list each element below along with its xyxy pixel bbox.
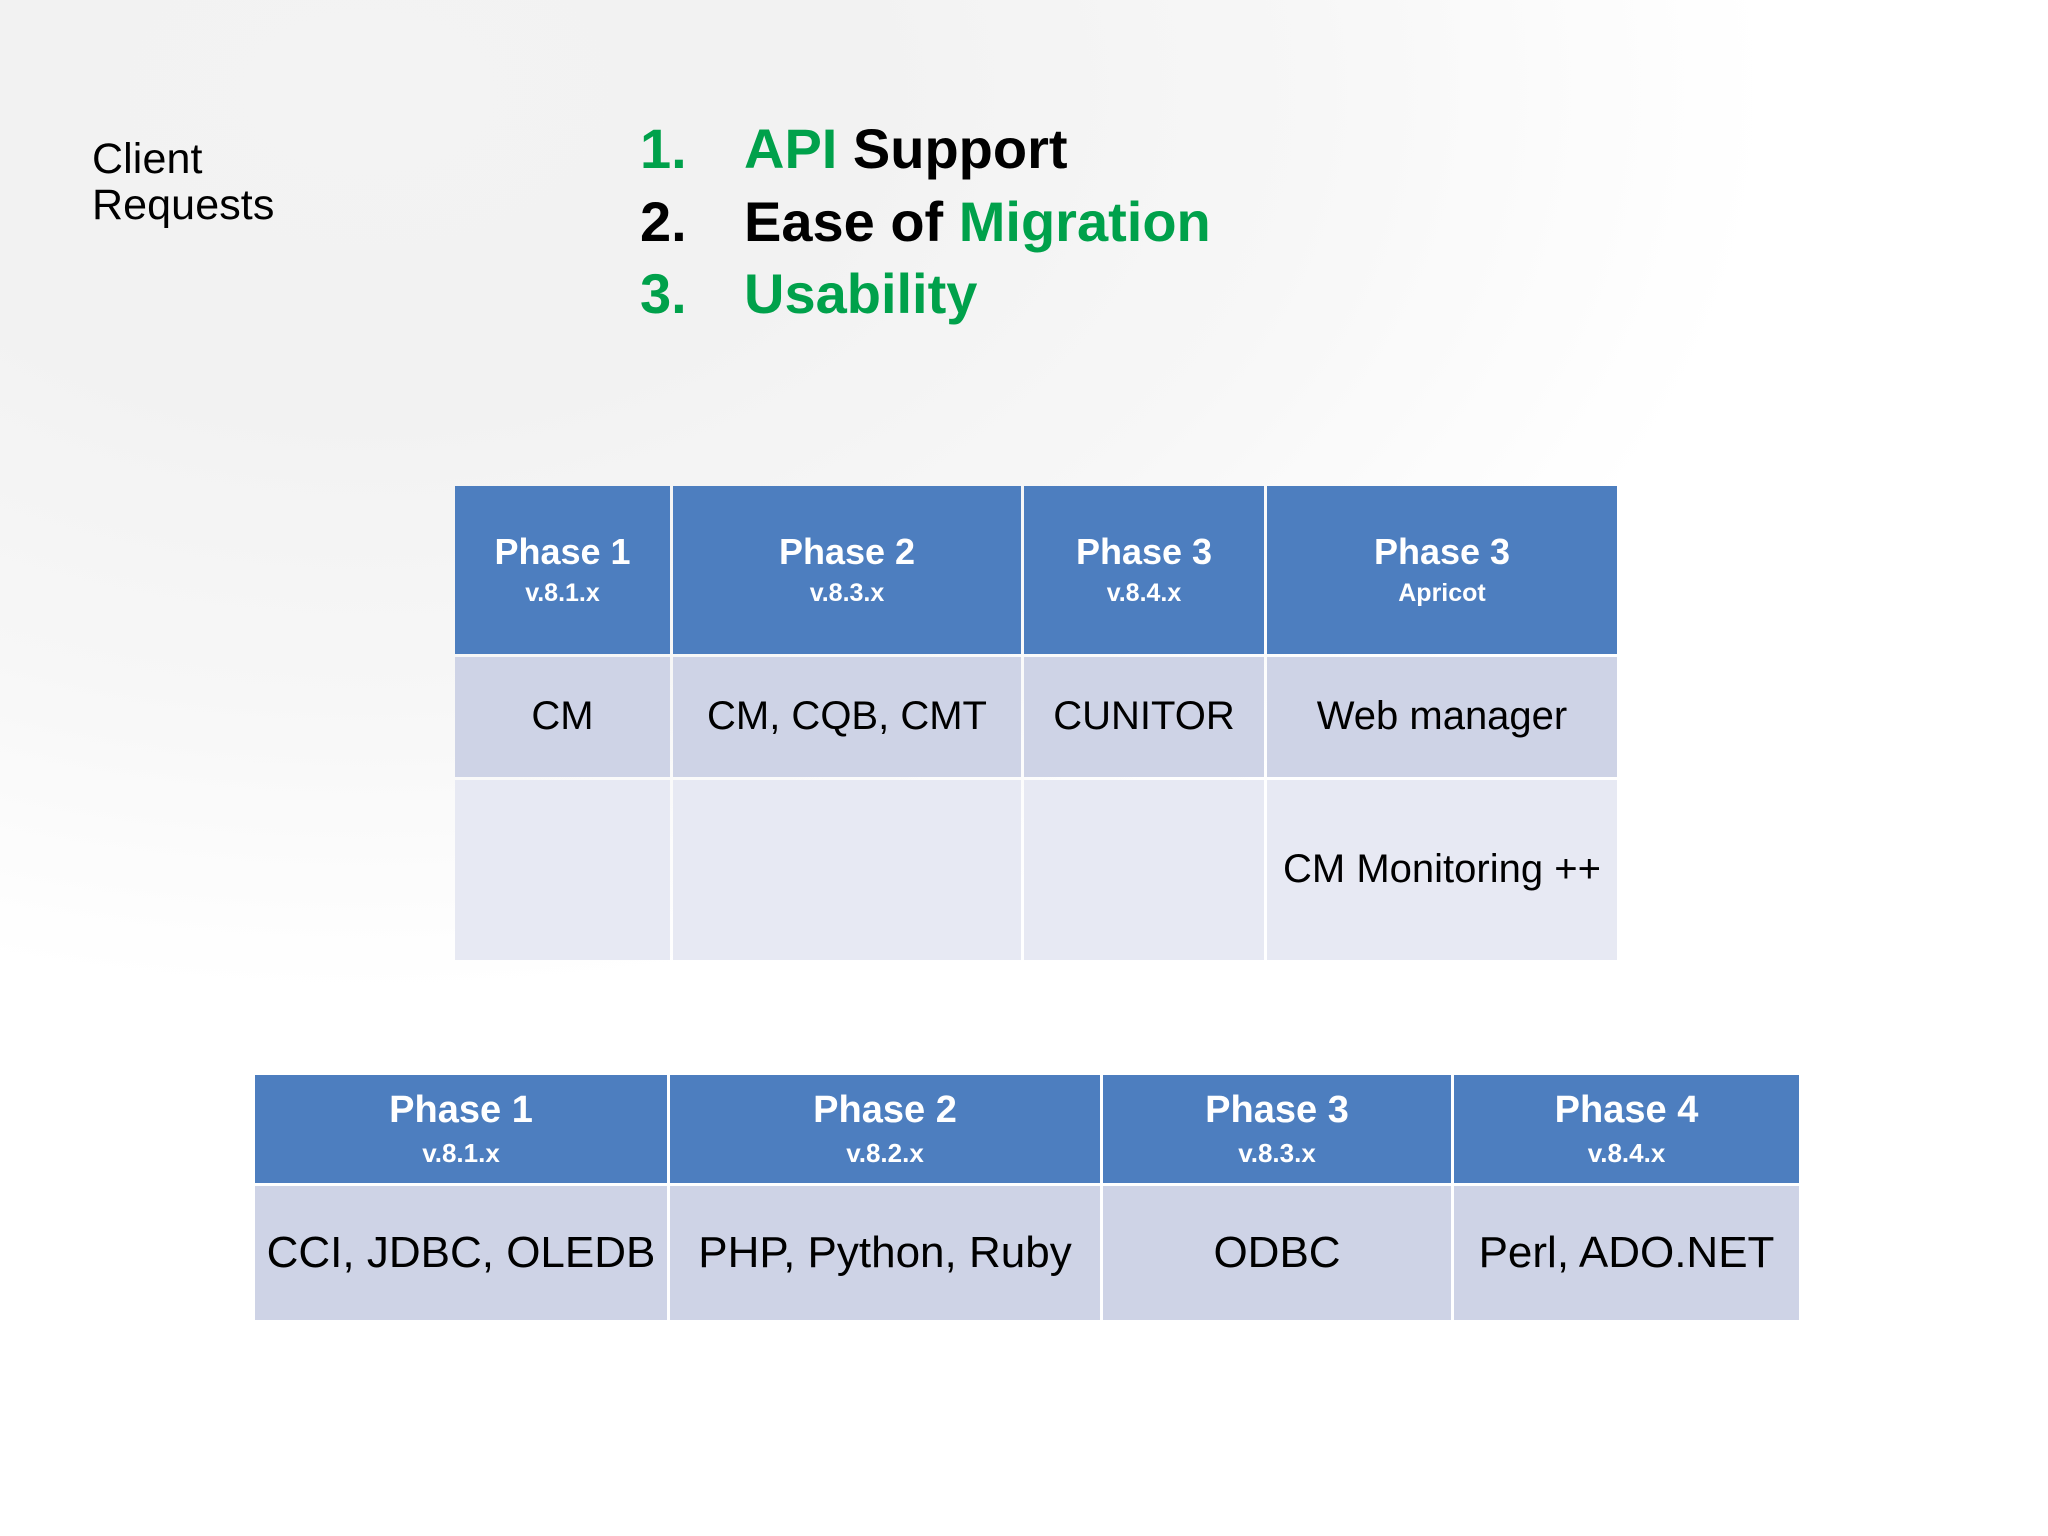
column-header-title: Phase 3 [1075, 530, 1213, 572]
table-header-row: Phase 1 v.8.1.x Phase 2 v.8.2.x Phase 3 … [255, 1075, 1799, 1183]
client-requests-label: Client Requests [92, 135, 275, 230]
list-item-text-plain: Support [837, 117, 1068, 180]
roadmap-table: Phase 1 v.8.1.x Phase 2 v.8.3.x Phase 3 … [452, 483, 1620, 963]
table-header-row: Phase 1 v.8.1.x Phase 2 v.8.3.x Phase 3 … [455, 486, 1617, 654]
column-header-phase-3: Phase 3 v.8.4.x [1024, 486, 1264, 654]
table-cell-empty [455, 780, 670, 960]
list-item-text-highlight: API [744, 117, 838, 180]
list-item-text-plain: Ease of [744, 189, 959, 253]
column-header-phase-1: Phase 1 v.8.1.x [455, 486, 670, 654]
list-item: 2. Ease of Migration [640, 189, 1790, 254]
list-item-text-highlight: Usability [744, 262, 978, 326]
table-cell: ODBC [1103, 1186, 1451, 1320]
column-header-title: Phase 2 [813, 1089, 957, 1132]
api-support-table: Phase 1 v.8.1.x Phase 2 v.8.2.x Phase 3 … [252, 1072, 1802, 1323]
column-header-title: Phase 3 [1373, 530, 1511, 572]
list-item-number: 2. [640, 189, 687, 253]
list-item-text-highlight: Migration [958, 189, 1211, 253]
column-header-version: v.8.4.x [1587, 1137, 1666, 1168]
list-item-text: Ease of Migration [744, 189, 1790, 254]
column-header-title: Phase 4 [1554, 1089, 1699, 1132]
column-header-version: v.8.1.x [525, 579, 600, 608]
table-cell: CM Monitoring ++ [1267, 780, 1617, 960]
column-header-title: Phase 1 [494, 530, 631, 572]
list-item-text: API Support [744, 117, 1790, 181]
table-cell: CUNITOR [1024, 657, 1264, 777]
column-header-version: v.8.3.x [1238, 1137, 1316, 1168]
column-header-phase-2: Phase 2 v.8.3.x [673, 486, 1021, 654]
table-row: CM CM, CQB, CMT CUNITOR Web manager [455, 657, 1617, 777]
table-cell-empty [673, 780, 1021, 960]
column-header-title: Phase 3 [1205, 1089, 1349, 1132]
table-cell: Perl, ADO.NET [1454, 1186, 1799, 1320]
list-item: 3. Usability [640, 263, 1790, 326]
column-header-title: Phase 1 [389, 1089, 533, 1132]
table-row: CM Monitoring ++ [455, 780, 1617, 960]
list-item-number: 1. [640, 117, 687, 180]
column-header-version: v.8.3.x [809, 579, 885, 608]
table-cell: PHP, Python, Ruby [670, 1186, 1100, 1320]
list-item-text: Usability [744, 263, 1790, 326]
column-header-version: v.8.1.x [422, 1137, 500, 1168]
column-header-phase-1: Phase 1 v.8.1.x [255, 1075, 667, 1183]
list-item: 1. API Support [640, 117, 1790, 181]
column-header-version: v.8.2.x [846, 1137, 924, 1168]
column-header-phase-3: Phase 3 v.8.3.x [1103, 1075, 1451, 1183]
column-header-title: Phase 2 [778, 530, 916, 572]
list-item-number: 3. [640, 262, 687, 326]
table-row: CCI, JDBC, OLEDB PHP, Python, Ruby ODBC … [255, 1186, 1799, 1320]
table-cell: Web manager [1267, 657, 1617, 777]
table-cell: CCI, JDBC, OLEDB [255, 1186, 667, 1320]
column-header-phase-3-apricot: Phase 3 Apricot [1267, 486, 1617, 654]
table-cell-empty [1024, 780, 1264, 960]
table-cell: CM [455, 657, 670, 777]
column-header-phase-2: Phase 2 v.8.2.x [670, 1075, 1100, 1183]
column-header-phase-4: Phase 4 v.8.4.x [1454, 1075, 1799, 1183]
table-cell: CM, CQB, CMT [673, 657, 1021, 777]
client-requests-list: 1. API Support 2. Ease of Migration 3. U… [640, 117, 1790, 336]
column-header-version: v.8.4.x [1106, 579, 1182, 608]
column-header-version: Apricot [1398, 579, 1486, 608]
